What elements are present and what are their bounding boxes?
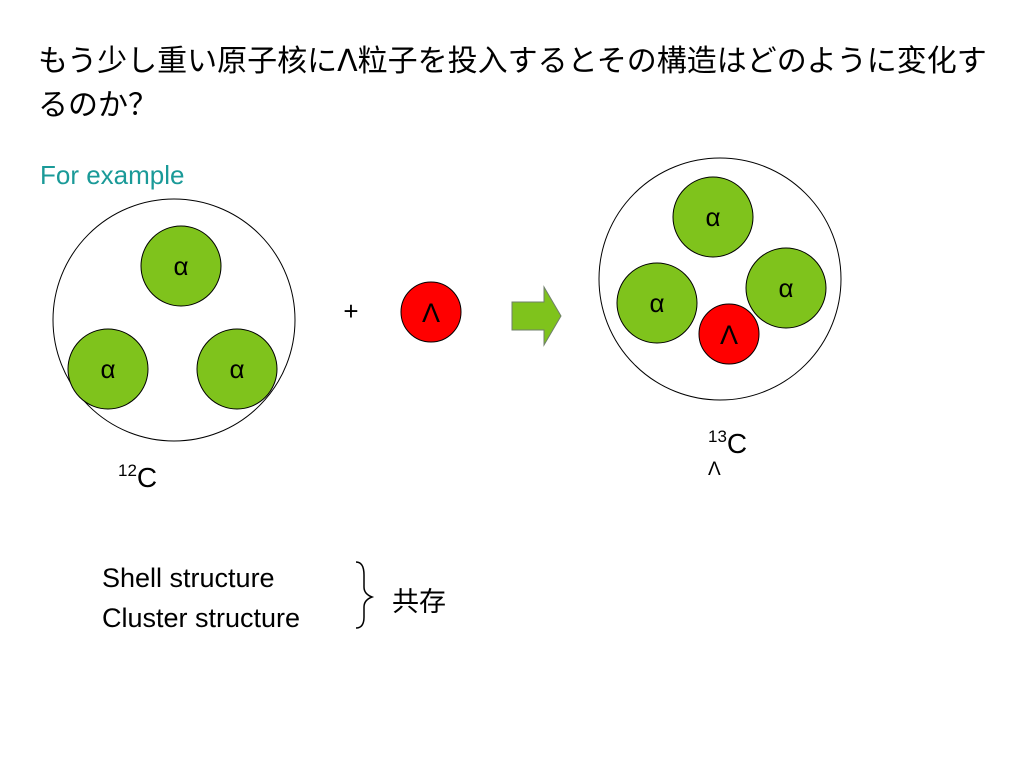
alpha-particle: α (745, 247, 827, 329)
curly-brace-icon (355, 561, 375, 629)
alpha-particle: α (616, 262, 698, 344)
particle-label: α (173, 251, 188, 281)
isotope-label-12c: 12C (118, 461, 158, 493)
element-symbol: C (136, 462, 158, 493)
particle-label: Λ (720, 320, 738, 350)
alpha-particle: α (67, 328, 149, 410)
plus-sign: + (343, 296, 358, 326)
list-item: Shell structure (102, 563, 275, 593)
particle-label: α (229, 354, 244, 384)
alpha-particle: α (140, 225, 222, 307)
list-item: Cluster structure (102, 603, 301, 633)
arrow-right-icon (511, 285, 562, 347)
structure-list: Shell structure Cluster structure (102, 558, 300, 638)
element-symbol: C (726, 428, 748, 459)
coexistence-label: 共存 (392, 587, 446, 618)
alpha-particle: α (672, 176, 754, 258)
mass-number: 13 (708, 427, 727, 446)
particle-label: α (705, 202, 720, 232)
hypernucleus-subscript: Λ (708, 459, 721, 480)
alpha-particle: α (196, 328, 278, 410)
particle-label: Λ (422, 298, 440, 328)
particle-label: α (778, 273, 793, 303)
slide-title: もう少し重い原子核にΛ粒子を投入するとその構造はどのように変化するのか？ (38, 44, 987, 123)
mass-number: 12 (118, 461, 137, 480)
particle-label: α (100, 354, 115, 384)
isotope-label-13c-lambda: 13C (708, 427, 748, 459)
lambda-particle: Λ (400, 281, 462, 343)
particle-label: α (649, 288, 664, 318)
example-heading: For example (40, 160, 185, 190)
lambda-particle: Λ (698, 303, 760, 365)
